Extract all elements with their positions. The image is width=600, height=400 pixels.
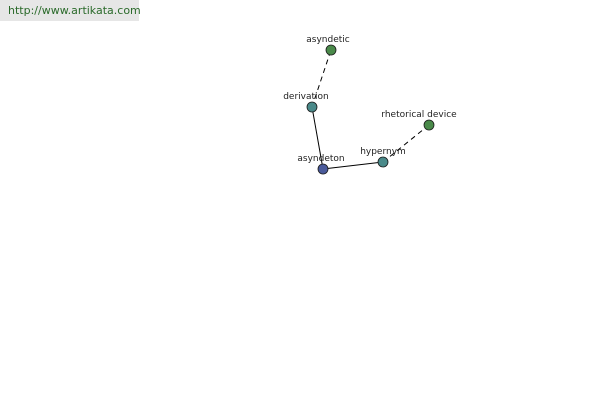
site-url-banner[interactable]: http://www.artikata.com xyxy=(0,0,141,21)
edge-asyndeton-derivation xyxy=(311,106,324,170)
node-label-asyndetic[interactable]: asyndetic xyxy=(306,35,350,45)
node-asyndeton[interactable]: asyndeton xyxy=(297,154,345,175)
node-label-asyndeton[interactable]: asyndeton xyxy=(297,154,344,164)
node-dot-derivation[interactable] xyxy=(306,101,318,113)
graph-nodes: asyndeton derivation hypernym asyndetic rhet… xyxy=(283,35,457,175)
node-label-derivation[interactable]: derivation xyxy=(283,92,329,102)
edge-derivation-asyndetic xyxy=(311,49,332,108)
node-dot-asyndeton[interactable] xyxy=(317,163,329,175)
node-hypernym[interactable]: hypernym xyxy=(360,147,406,168)
node-dot-hypernym[interactable] xyxy=(377,156,389,168)
node-label-hypernym[interactable]: hypernym xyxy=(360,147,406,157)
node-label-rhetorical-device[interactable]: rhetorical device xyxy=(381,110,457,120)
node-dot-rhetorical-device[interactable] xyxy=(423,119,435,131)
graph-edges xyxy=(311,49,430,170)
node-dot-asyndetic[interactable] xyxy=(325,44,337,56)
node-rhetorical-device[interactable]: rhetorical device xyxy=(381,110,457,131)
node-derivation[interactable]: derivation xyxy=(283,92,329,113)
edge-hypernym-rhetorical-device xyxy=(382,124,430,163)
node-asyndetic[interactable]: asyndetic xyxy=(306,35,350,56)
edge-asyndeton-hypernym xyxy=(322,161,384,170)
